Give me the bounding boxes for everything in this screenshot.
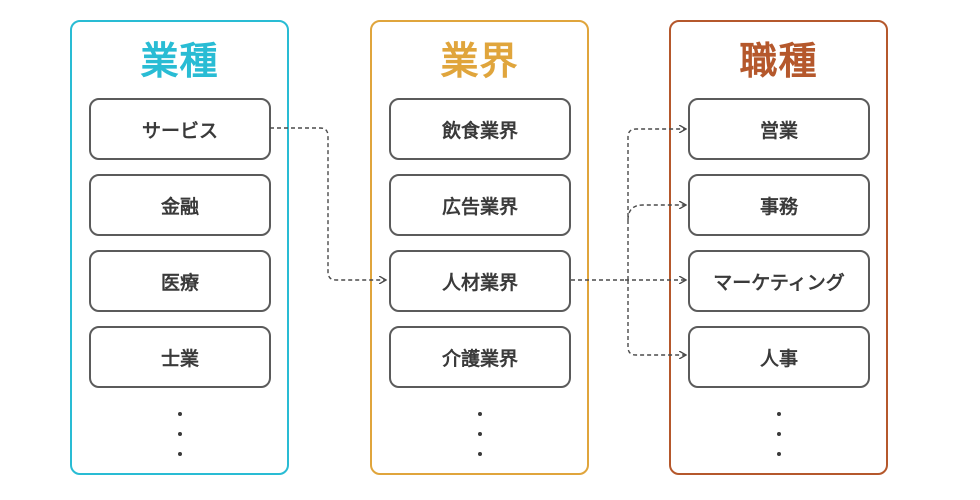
box-ad-industry: 広告業界 <box>389 174 571 236</box>
column-title-gyokai: 業界 <box>440 39 519 83</box>
box-finance: 金融 <box>89 174 271 236</box>
box-medical: 医療 <box>89 250 271 312</box>
column-shokushu: 職種 営業 事務 マーケティング 人事 <box>669 20 888 475</box>
box-hr-industry: 人材業界 <box>389 250 571 312</box>
column-gyoshu: 業種 サービス 金融 医療 士業 <box>70 20 289 475</box>
box-marketing: マーケティング <box>688 250 870 312</box>
box-sales: 営業 <box>688 98 870 160</box>
ellipsis-shokushu <box>671 412 886 462</box>
column-gyokai: 業界 飲食業界 広告業界 人材業界 介護業界 <box>370 20 589 475</box>
box-care-industry: 介護業界 <box>389 326 571 388</box>
column-title-gyoshu: 業種 <box>140 39 219 83</box>
ellipsis-gyokai <box>372 412 587 462</box>
box-office: 事務 <box>688 174 870 236</box>
ellipsis-gyoshu <box>72 412 287 462</box>
box-shigyo: 士業 <box>89 326 271 388</box>
column-title-shokushu: 職種 <box>739 39 818 83</box>
box-personnel: 人事 <box>688 326 870 388</box>
box-food-industry: 飲食業界 <box>389 98 571 160</box>
box-service: サービス <box>89 98 271 160</box>
